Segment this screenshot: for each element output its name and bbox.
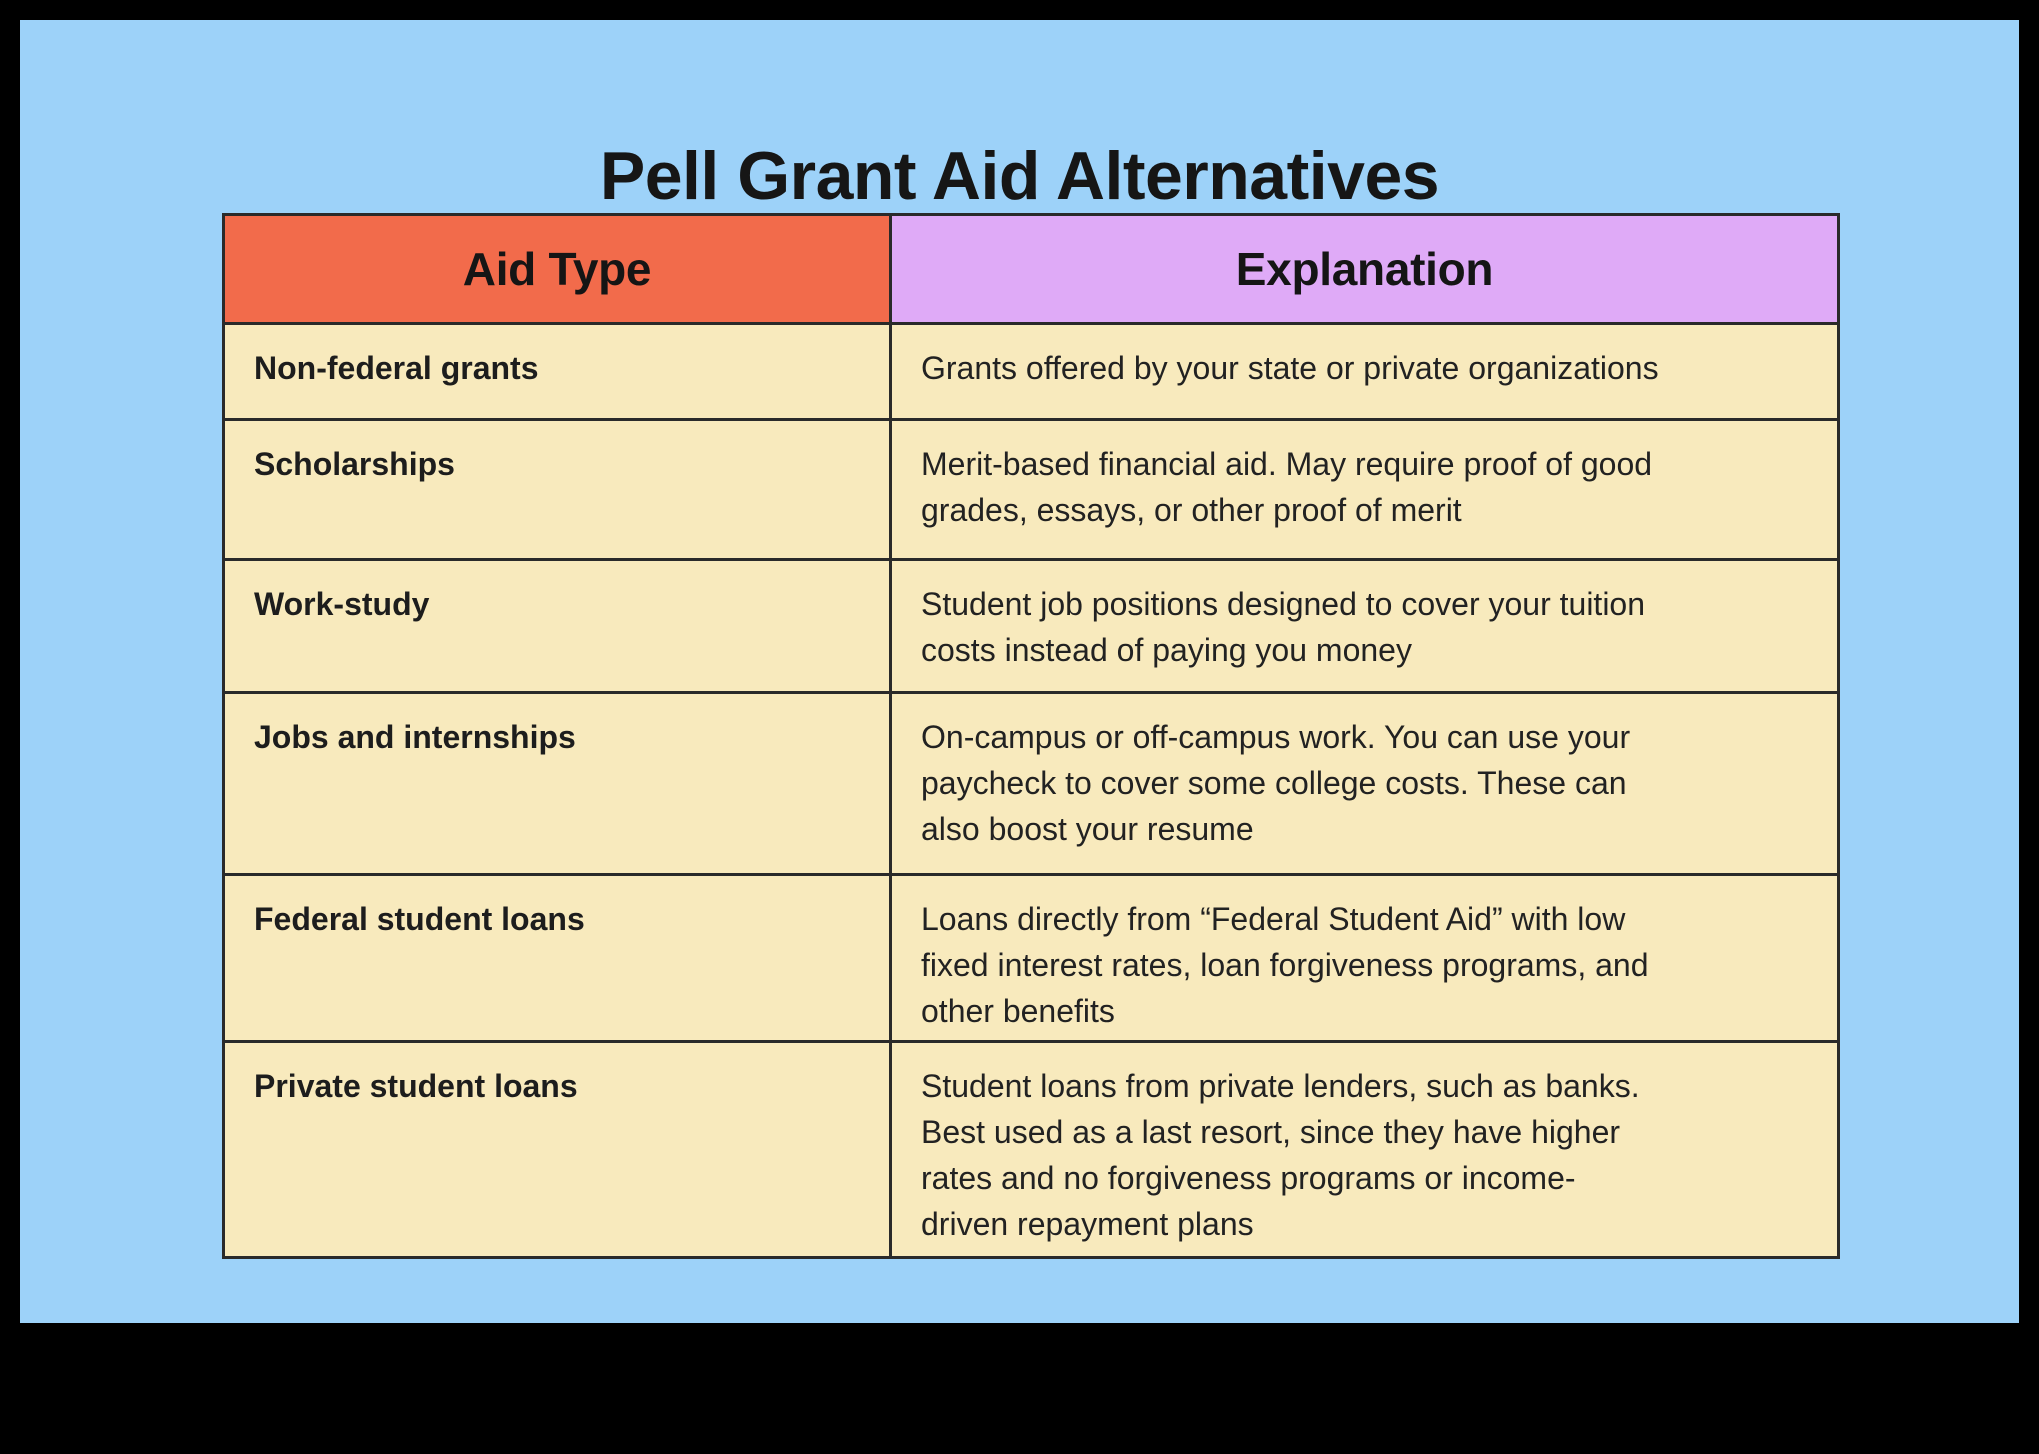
aid-type-cell: Work-study: [225, 561, 892, 691]
explanation-line: other benefits: [921, 993, 1115, 1029]
explanation-line: Loans directly from “Federal Student Aid…: [921, 901, 1626, 937]
explanation-line: Best used as a last resort, since they h…: [921, 1114, 1621, 1150]
aid-alternatives-table: Aid Type Explanation Non-federal grants …: [222, 213, 1840, 1259]
aid-type-cell: Non-federal grants: [225, 325, 892, 418]
table-row: Jobs and internships On-campus or off-ca…: [225, 691, 1837, 873]
aid-type-cell: Scholarships: [225, 421, 892, 558]
aid-type-cell: Federal student loans: [225, 876, 892, 1040]
table-row: Federal student loans Loans directly fro…: [225, 873, 1837, 1040]
page-title: Pell Grant Aid Alternatives: [599, 137, 1440, 214]
letterbox-bar: [0, 1323, 2039, 1454]
header-explanation: Explanation: [892, 216, 1837, 322]
explanation-line: Grants offered by your state or private …: [921, 350, 1659, 386]
table-row: Work-study Student job positions designe…: [225, 558, 1837, 691]
explanation-line: Student loans from private lenders, such…: [921, 1068, 1640, 1104]
infographic-background: Pell Grant Aid Alternatives Aid Type Exp…: [20, 20, 2019, 1323]
explanation-line: rates and no forgiveness programs or inc…: [921, 1160, 1576, 1196]
table-header-row: Aid Type Explanation: [225, 216, 1837, 322]
explanation-cell: On-campus or off-campus work. You can us…: [892, 694, 1837, 873]
explanation-line: also boost your resume: [921, 811, 1254, 847]
explanation-line: paycheck to cover some college costs. Th…: [921, 765, 1627, 801]
explanation-line: Student job positions designed to cover …: [921, 586, 1646, 622]
table-row: Scholarships Merit-based financial aid. …: [225, 418, 1837, 558]
explanation-cell: Student loans from private lenders, such…: [892, 1043, 1837, 1256]
aid-type-cell: Private student loans: [225, 1043, 892, 1256]
explanation-cell: Loans directly from “Federal Student Aid…: [892, 876, 1837, 1040]
explanation-line: grades, essays, or other proof of merit: [921, 492, 1462, 528]
explanation-line: fixed interest rates, loan forgiveness p…: [921, 947, 1649, 983]
explanation-cell: Student job positions designed to cover …: [892, 561, 1837, 691]
explanation-line: Merit-based financial aid. May require p…: [921, 446, 1653, 482]
explanation-line: costs instead of paying you money: [921, 632, 1412, 668]
explanation-cell: Grants offered by your state or private …: [892, 325, 1837, 418]
aid-type-cell: Jobs and internships: [225, 694, 892, 873]
explanation-cell: Merit-based financial aid. May require p…: [892, 421, 1837, 558]
table-row: Non-federal grants Grants offered by you…: [225, 322, 1837, 418]
explanation-line: On-campus or off-campus work. You can us…: [921, 719, 1631, 755]
explanation-line: driven repayment plans: [921, 1206, 1254, 1242]
header-aid-type: Aid Type: [225, 216, 892, 322]
table-row: Private student loans Student loans from…: [225, 1040, 1837, 1256]
